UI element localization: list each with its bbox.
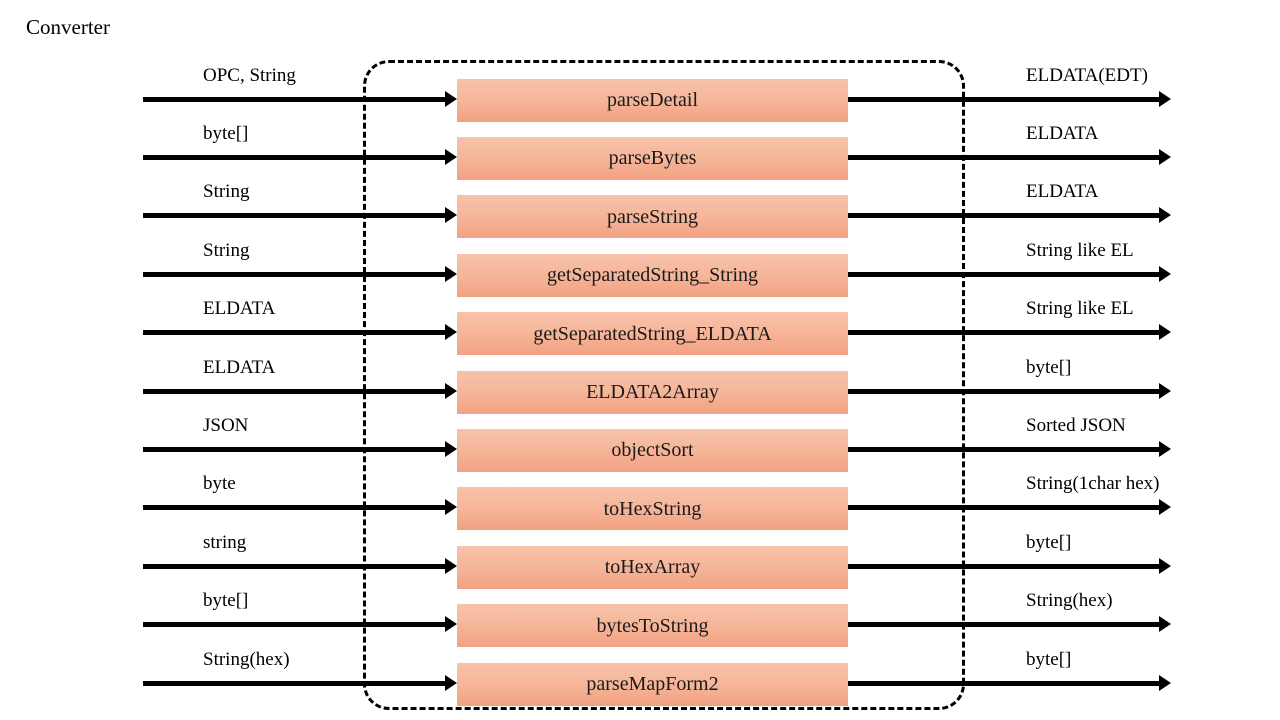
function-box-label: parseBytes (608, 147, 697, 170)
output-arrow-icon (848, 265, 1171, 282)
function-box-label: objectSort (611, 439, 694, 462)
output-arrow-icon (848, 90, 1171, 107)
output-arrow-icon (848, 557, 1171, 574)
input-type-label: ELDATA (203, 356, 276, 378)
output-type-label: String like EL (1026, 239, 1134, 261)
input-arrow-icon (143, 148, 457, 165)
output-type-label: String(1char hex) (1026, 473, 1160, 495)
input-arrow-icon (143, 90, 457, 107)
function-box-label: bytesToString (596, 614, 709, 637)
input-type-label: string (203, 531, 247, 553)
input-type-label: byte[] (203, 122, 249, 144)
function-box[interactable]: toHexString (457, 487, 848, 531)
function-box-label: toHexArray (604, 556, 701, 579)
function-box[interactable]: ELDATA2Array (457, 370, 848, 414)
function-box-label: toHexString (603, 497, 702, 520)
output-arrow-icon (848, 207, 1171, 224)
output-arrow-icon (848, 148, 1171, 165)
input-type-label: String (203, 239, 250, 261)
function-box[interactable]: toHexArray (457, 545, 848, 589)
function-box[interactable]: parseMapForm2 (457, 662, 848, 706)
output-arrow-icon (848, 499, 1171, 516)
input-type-label: byte (203, 473, 236, 495)
input-arrow-icon (143, 207, 457, 224)
function-box[interactable]: bytesToString (457, 604, 848, 648)
output-arrow-icon (848, 440, 1171, 457)
function-box-label: ELDATA2Array (586, 381, 719, 403)
input-type-label: JSON (203, 414, 249, 436)
output-type-label: String like EL (1026, 298, 1134, 320)
output-arrow-icon (848, 616, 1171, 633)
output-type-label: byte[] (1026, 648, 1072, 670)
output-arrow-icon (848, 382, 1171, 399)
function-box-label: parseDetail (606, 89, 699, 111)
output-type-label: byte[] (1026, 531, 1072, 553)
output-type-label: String(hex) (1026, 590, 1113, 612)
output-type-label: ELDATA (1026, 122, 1099, 144)
input-arrow-icon (143, 616, 457, 633)
function-box-label: parseString (606, 205, 699, 228)
output-type-label: byte[] (1026, 356, 1072, 378)
function-box[interactable]: getSeparatedString_ELDATA (457, 312, 848, 356)
function-box[interactable]: parseDetail (457, 78, 848, 122)
function-box[interactable]: objectSort (457, 428, 848, 472)
function-box[interactable]: parseBytes (457, 136, 848, 180)
output-arrow-icon (848, 674, 1171, 691)
function-box[interactable]: getSeparatedString_String (457, 253, 848, 297)
output-type-label: ELDATA (1026, 181, 1099, 203)
input-arrow-icon (143, 499, 457, 516)
output-type-label: ELDATA(EDT) (1026, 64, 1148, 86)
input-arrow-icon (143, 265, 457, 282)
input-arrow-icon (143, 382, 457, 399)
input-type-label: String (203, 181, 250, 203)
page-title: Converter (26, 15, 110, 39)
input-arrow-icon (143, 674, 457, 691)
output-arrow-icon (848, 324, 1171, 341)
input-type-label: String(hex) (203, 648, 290, 670)
input-arrow-icon (143, 324, 457, 341)
input-arrow-icon (143, 440, 457, 457)
input-type-label: byte[] (203, 590, 249, 612)
function-box[interactable]: parseString (457, 195, 848, 239)
input-arrow-icon (143, 557, 457, 574)
function-box-label: parseMapForm2 (586, 673, 719, 695)
input-type-label: ELDATA (203, 298, 276, 320)
function-box-label: getSeparatedString_ELDATA (533, 322, 772, 345)
function-box-label: getSeparatedString_String (546, 264, 759, 287)
output-type-label: Sorted JSON (1026, 414, 1126, 436)
input-type-label: OPC, String (203, 64, 296, 86)
